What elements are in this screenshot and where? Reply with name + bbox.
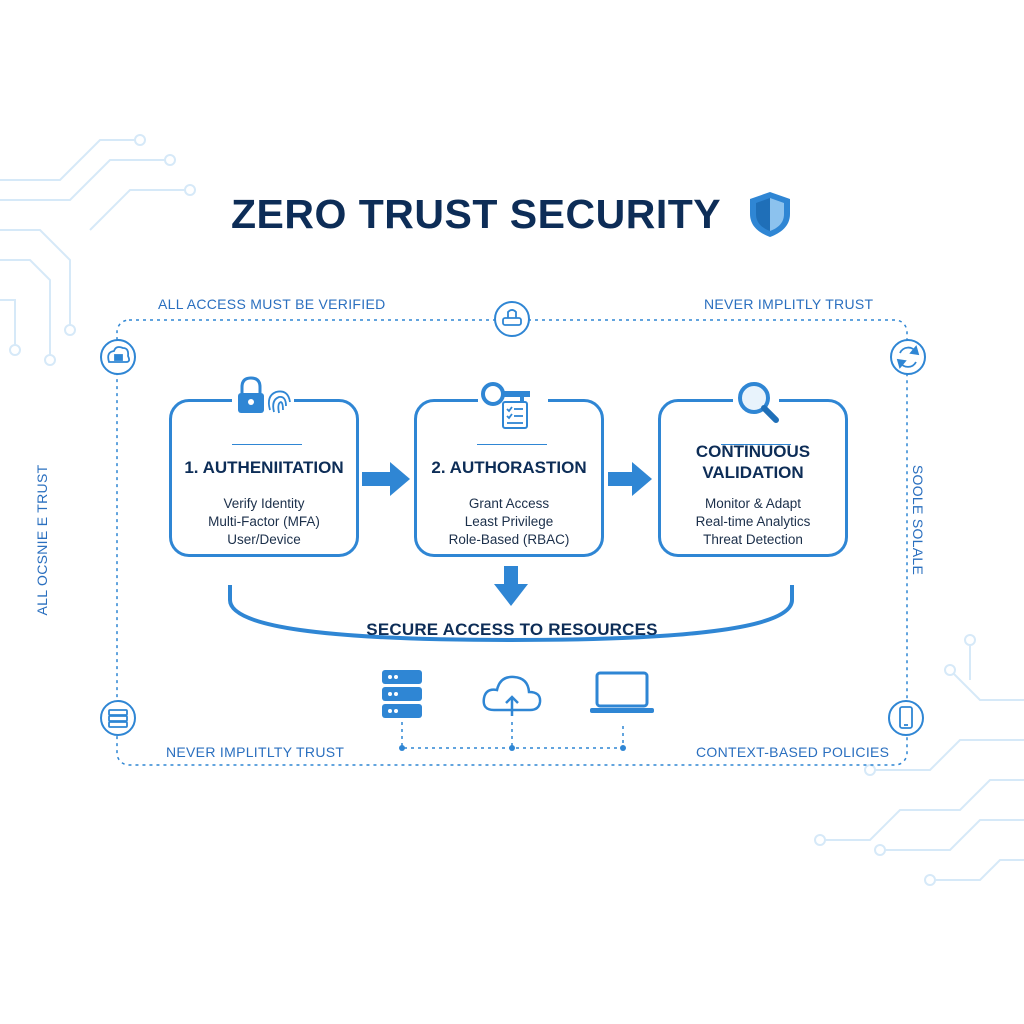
step-detail: Real-time Analytics [695, 514, 811, 529]
edge-label-top-right: NEVER IMPLITLY TRUST [704, 296, 874, 312]
step-heading: CONTINUOUS VALIDATION [661, 441, 845, 483]
converge-curve [228, 585, 794, 643]
card-divider [477, 444, 547, 445]
step-heading-line: CONTINUOUS [695, 442, 811, 461]
step-card-continuous-validation: CONTINUOUS VALIDATION Monitor & Adapt Re… [658, 399, 848, 557]
shield-icon [750, 192, 791, 238]
step-heading-line: VALIDATION [702, 463, 804, 482]
diagram-title: ZERO TRUST SECURITY [0, 188, 1024, 238]
edge-label-top-left: ALL ACCESS MUST BE VERIFIED [158, 296, 386, 312]
step-detail: User/Device [227, 532, 301, 547]
step-detail: Least Privilege [464, 514, 554, 529]
arrow-right-1 [362, 462, 410, 496]
step-detail: Grant Access [468, 496, 550, 511]
cloud-upload-icon [482, 675, 542, 716]
step-card-authentication: 1. AUTHENIITATION Verify Identity Multi-… [169, 399, 359, 557]
card-divider [232, 444, 302, 445]
page-title: ZERO TRUST SECURITY [230, 190, 722, 237]
key-checklist-icon [478, 378, 548, 429]
magnifier-icon [733, 381, 779, 423]
arrow-down [494, 566, 528, 606]
step-details: Monitor & Adapt Real-time Analytics Thre… [661, 495, 845, 549]
step-detail: Role-Based (RBAC) [448, 532, 570, 547]
laptop-icon [590, 671, 654, 713]
step-detail: Threat Detection [703, 532, 803, 547]
mobile-phone-icon [888, 700, 924, 736]
lock-fingerprint-icon [232, 374, 294, 414]
step-details: Grant Access Least Privilege Role-Based … [417, 495, 601, 549]
edge-label-bottom-left: NEVER IMPLITLTY TRUST [166, 744, 345, 760]
edge-label-bottom-right: CONTEXT-BASED POLICIES [696, 744, 890, 760]
card-divider [721, 444, 791, 445]
step-detail: Verify Identity [223, 496, 305, 511]
step-heading: 1. AUTHENIITATION [184, 458, 344, 477]
router-icon [494, 301, 530, 337]
arrow-right-2 [608, 462, 652, 496]
server-stack-icon [382, 670, 422, 718]
step-details: Verify Identity Multi-Factor (MFA) User/… [172, 495, 356, 549]
step-detail: Multi-Factor (MFA) [208, 514, 320, 529]
result-label: SECURE ACCESS TO RESOURCES [366, 620, 658, 639]
step-detail: Monitor & Adapt [704, 496, 802, 511]
step-heading: 2. AUTHORASTION [431, 458, 587, 477]
